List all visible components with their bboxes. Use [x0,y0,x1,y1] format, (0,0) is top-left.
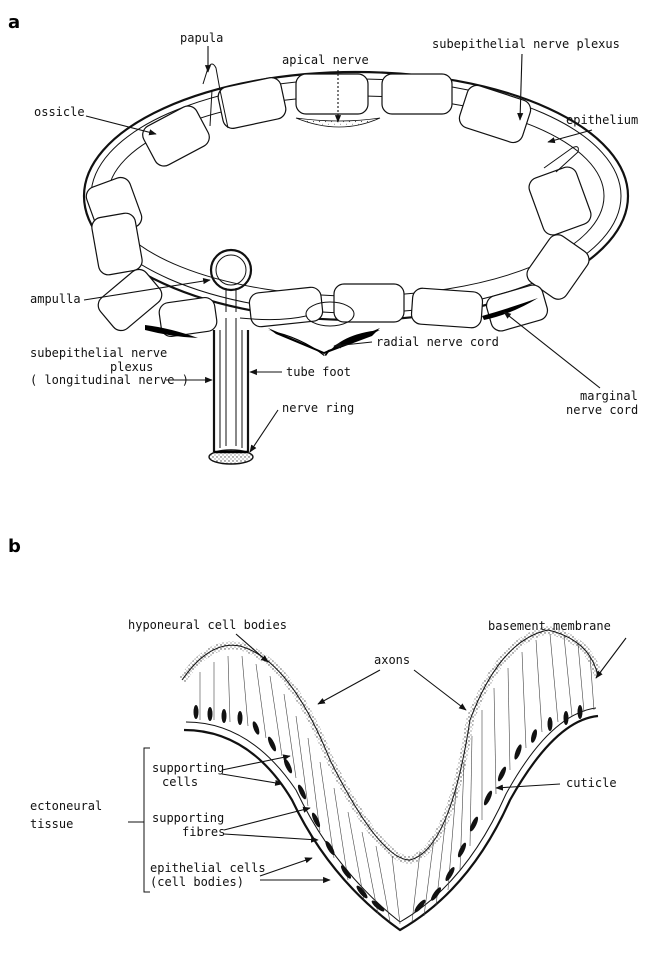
starfish-arm-section [83,64,628,464]
label-subepithelial-nerve: subepithelial nerve [30,346,167,360]
label-ectoneural: ectoneural [30,799,102,813]
label-hyponeural-cell-bodies: hyponeural cell bodies [128,618,287,632]
label-basement-membrane: basement membrane [488,619,611,633]
label-subepithelial-nerve-plexus: subepithelial nerve plexus [432,37,620,51]
label-cells: cells [162,775,198,789]
panel-b-letter: b [8,536,21,557]
label-supporting-cells-1: supporting [152,761,224,775]
supporting-fibres-hatch [200,634,594,924]
label-apical-nerve: apical nerve [282,53,369,67]
label-longitudinal-nerve: ( longitudinal nerve ) [30,373,189,387]
label-ampulla: ampulla [30,292,81,306]
label-papula: papula [180,31,223,45]
label-tissue: tissue [30,817,73,831]
label-plexus: plexus [110,360,153,374]
label-epithelium: epithelium [566,113,638,127]
label-cuticle: cuticle [566,776,617,790]
label-cell-bodies: (cell bodies) [150,875,244,889]
label-axons: axons [374,653,410,667]
label-marginal: marginal [580,389,638,403]
ampulla-shape [211,250,251,290]
panel-a-letter: a [8,12,20,33]
label-radial-nerve-cord: radial nerve cord [376,335,499,349]
label-tube-foot: tube foot [286,365,351,379]
label-nerve-cord: nerve cord [566,403,638,417]
label-nerve-ring: nerve ring [282,401,354,415]
epithelial-cell-bodies [194,705,583,914]
ectoneural-tissue-section [182,630,598,930]
tube-foot-wall [214,330,248,452]
label-fibres: fibres [182,825,225,839]
label-supporting-fibres-1: supporting [152,811,224,825]
label-ossicle: ossicle [34,105,85,119]
label-epithelial-cells: epithelial cells [150,861,266,875]
ossicles [83,74,593,338]
